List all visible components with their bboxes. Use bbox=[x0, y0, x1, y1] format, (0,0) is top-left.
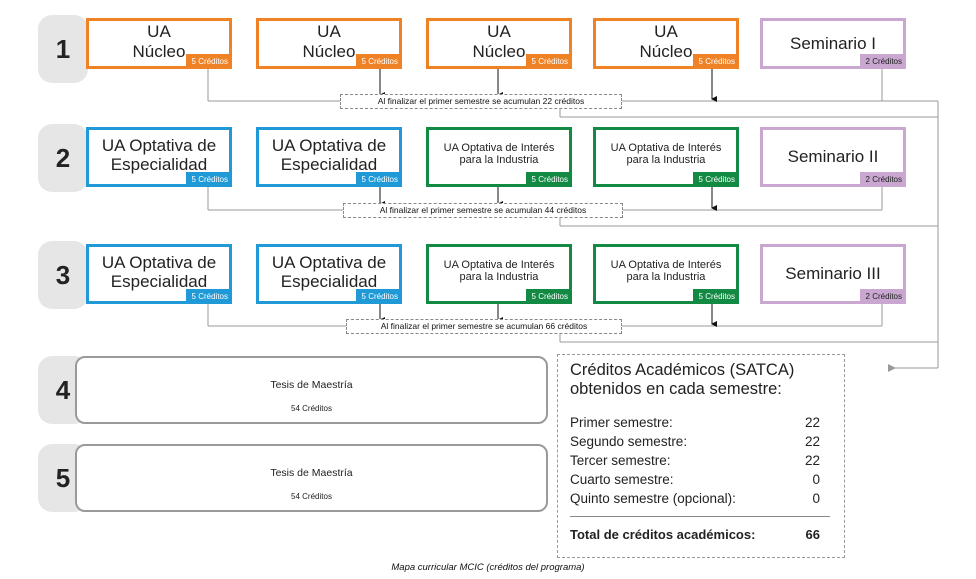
credit-badge: 2 Créditos bbox=[859, 172, 906, 187]
course-title: Seminario III bbox=[785, 264, 881, 284]
thesis-box-semester-5: Tesis de Maestría 54 Créditos bbox=[75, 444, 548, 512]
course-title: UA Núcleo bbox=[132, 22, 186, 61]
course-box-s2-4: UA Optativa de Interés para la Industria… bbox=[593, 127, 739, 187]
course-title: Seminario II bbox=[787, 147, 879, 167]
course-title: UA Optativa de Interés para la Industria bbox=[443, 258, 555, 283]
credit-badge: 2 Créditos bbox=[859, 289, 906, 304]
thesis-credits: 54 Créditos bbox=[291, 492, 332, 501]
course-title: UA Optativa de Especialidad bbox=[101, 252, 217, 291]
course-title: UA Optativa de Interés para la Industria bbox=[610, 258, 722, 283]
semester-number-2: 2 bbox=[38, 124, 88, 192]
credits-row: Tercer semestre: 22 bbox=[570, 451, 834, 470]
semester-2-summary: Al finalizar el primer semestre se acumu… bbox=[343, 203, 623, 218]
credits-row-value: 22 bbox=[804, 434, 820, 449]
credit-badge: 5 Créditos bbox=[692, 289, 739, 304]
course-title: UA Optativa de Interés para la Industria bbox=[610, 141, 722, 166]
thesis-title: Tesis de Maestría bbox=[270, 467, 353, 479]
course-box-s3-3: UA Optativa de Interés para la Industria… bbox=[426, 244, 572, 304]
credits-row-label: Tercer semestre: bbox=[570, 453, 671, 468]
credit-badge: 5 Créditos bbox=[355, 54, 402, 69]
course-title: UA Optativa de Interés para la Industria bbox=[443, 141, 555, 166]
credits-row-label: Cuarto semestre: bbox=[570, 472, 674, 487]
semester-number-1: 1 bbox=[38, 15, 88, 83]
credit-badge: 5 Créditos bbox=[525, 289, 572, 304]
course-box-s2-5: Seminario II 2 Créditos bbox=[760, 127, 906, 187]
credit-badge: 5 Créditos bbox=[355, 289, 402, 304]
thesis-credits: 54 Créditos bbox=[291, 404, 332, 413]
course-title: UA Optativa de Especialidad bbox=[101, 135, 217, 174]
credits-heading-line1: Créditos Académicos (SATCA) bbox=[570, 361, 795, 379]
credits-row-value: 22 bbox=[804, 453, 820, 468]
credit-badge: 5 Créditos bbox=[185, 54, 232, 69]
credits-total-label: Total de créditos académicos: bbox=[570, 527, 756, 542]
credits-row-label: Segundo semestre: bbox=[570, 434, 688, 449]
credits-row: Segundo semestre: 22 bbox=[570, 432, 834, 451]
thesis-title: Tesis de Maestría bbox=[270, 379, 353, 391]
credits-row-value: 0 bbox=[812, 491, 820, 506]
credits-row-value: 22 bbox=[804, 415, 820, 430]
credit-badge: 5 Créditos bbox=[692, 172, 739, 187]
semester-1-summary: Al finalizar el primer semestre se acumu… bbox=[340, 94, 622, 109]
credits-row: Primer semestre: 22 bbox=[570, 413, 834, 432]
course-title: UA Núcleo bbox=[472, 22, 526, 61]
figure-caption: Mapa curricular MCIC (créditos del progr… bbox=[391, 562, 585, 573]
credit-badge: 5 Créditos bbox=[692, 54, 739, 69]
semester-number-3: 3 bbox=[38, 241, 88, 309]
course-box-s2-3: UA Optativa de Interés para la Industria… bbox=[426, 127, 572, 187]
credit-badge: 5 Créditos bbox=[525, 54, 572, 69]
credit-badge: 5 Créditos bbox=[185, 289, 232, 304]
course-title: UA Núcleo bbox=[639, 22, 693, 61]
credits-total-value: 66 bbox=[805, 527, 820, 542]
course-title: UA Optativa de Especialidad bbox=[271, 252, 387, 291]
course-box-s3-5: Seminario III 2 Créditos bbox=[760, 244, 906, 304]
credits-row: Cuarto semestre: 0 bbox=[570, 470, 834, 489]
credit-badge: 2 Créditos bbox=[859, 54, 906, 69]
credits-divider bbox=[570, 516, 830, 517]
credits-row-label: Primer semestre: bbox=[570, 415, 673, 430]
credit-badge: 5 Créditos bbox=[185, 172, 232, 187]
credits-row-value: 0 bbox=[812, 472, 820, 487]
credit-badge: 5 Créditos bbox=[525, 172, 572, 187]
credits-total-row: Total de créditos académicos: 66 bbox=[570, 527, 834, 542]
credits-heading-line2: obtenidos en cada semestre: bbox=[570, 380, 782, 398]
course-box-s3-4: UA Optativa de Interés para la Industria… bbox=[593, 244, 739, 304]
credits-row-label: Quinto semestre (opcional): bbox=[570, 491, 736, 506]
thesis-box-semester-4: Tesis de Maestría 54 Créditos bbox=[75, 356, 548, 424]
course-title: UA Optativa de Especialidad bbox=[271, 135, 387, 174]
course-title: Seminario I bbox=[790, 33, 876, 53]
course-title: UA Núcleo bbox=[302, 22, 356, 61]
semester-3-summary: Al finalizar el primer semestre se acumu… bbox=[346, 319, 622, 334]
credit-badge: 5 Créditos bbox=[355, 172, 402, 187]
credits-summary-box: Créditos Académicos (SATCA) obtenidos en… bbox=[557, 354, 845, 558]
credits-row: Quinto semestre (opcional): 0 bbox=[570, 489, 834, 508]
